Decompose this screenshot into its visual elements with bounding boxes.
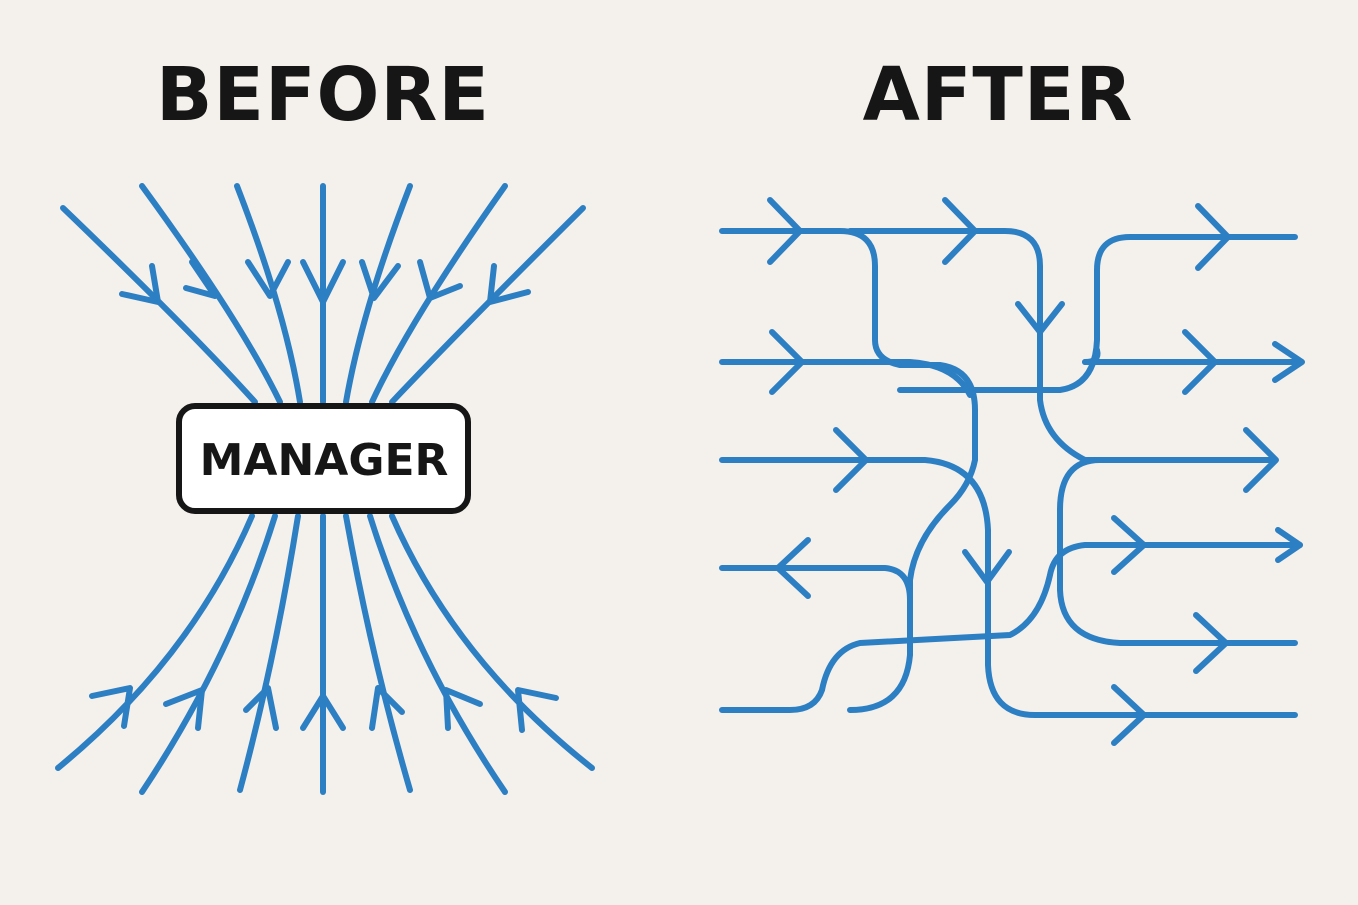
incoming-lines (60, 183, 586, 405)
arrowhead-r4-1 (1111, 515, 1147, 575)
arrowhead-r4-2 (1275, 527, 1303, 563)
row2-link (1082, 347, 1101, 365)
arrowhead-r3-1 (833, 427, 869, 493)
bottom-line-1 (55, 513, 255, 771)
top-arrowhead-5 (359, 259, 401, 301)
top-line-3 (234, 183, 303, 405)
arrowhead-r2-1 (769, 329, 805, 395)
row3-right (1057, 457, 1298, 646)
outgoing-arrowheads (89, 685, 559, 733)
manager-box: MANAGER (176, 403, 471, 514)
outgoing-lines (55, 513, 595, 795)
bottom-arrowhead-7 (515, 687, 559, 733)
row1-line-c (897, 234, 1298, 393)
network-lines (719, 228, 1303, 718)
arrowhead-r2-2 (1182, 329, 1218, 395)
row2-line (719, 359, 973, 398)
bottom-arrowhead-1 (89, 685, 133, 729)
row4-line (719, 565, 913, 603)
row1-line-a (719, 228, 978, 713)
bottom-arrowhead-5 (369, 685, 405, 731)
arrowhead-r1-2 (942, 197, 978, 265)
arrowhead-r1-1 (767, 197, 803, 265)
top-line-6 (369, 183, 508, 405)
bottom-line-5 (343, 513, 413, 793)
arrowhead-r5 (1193, 612, 1229, 674)
bottom-arrowhead-3 (243, 685, 279, 731)
before-title: BEFORE (156, 52, 490, 138)
row1-line-b (847, 228, 1273, 463)
bottom-line-6 (367, 513, 508, 795)
row4-right (719, 542, 1303, 713)
bottom-arrowhead-6 (443, 687, 483, 731)
bottom-arrowhead-2 (163, 687, 205, 731)
top-line-7 (389, 205, 586, 405)
top-arrowhead-6 (417, 259, 463, 301)
top-line-2 (139, 183, 283, 405)
arrowhead-down-1 (1015, 301, 1065, 335)
after-panel (719, 197, 1305, 746)
arrowhead-left (775, 537, 811, 599)
incoming-arrowheads (119, 259, 531, 305)
arrowhead-r6 (1111, 684, 1147, 746)
bottom-line-7 (389, 513, 595, 771)
after-title: AFTER (862, 52, 1134, 138)
top-line-1 (60, 205, 258, 405)
before-panel: MANAGER (55, 183, 595, 795)
arrowhead-r2-3 (1272, 341, 1305, 383)
top-arrowhead-3 (245, 259, 291, 299)
bottom-arrowhead-4 (300, 693, 346, 731)
top-arrowhead-2 (183, 259, 218, 299)
top-line-5 (343, 183, 413, 405)
bottom-line-3 (237, 513, 301, 793)
top-arrowhead-7 (487, 263, 531, 305)
top-arrowhead-4 (300, 259, 346, 305)
manager-label: MANAGER (200, 435, 449, 486)
arrowhead-r1-3 (1195, 203, 1231, 271)
network-arrowheads (767, 197, 1305, 746)
row3-line (719, 457, 1298, 718)
top-arrowhead-1 (119, 263, 161, 305)
bottom-line-2 (139, 513, 278, 795)
arrowhead-r3-2 (1243, 427, 1279, 493)
arrowhead-down-2 (962, 549, 1012, 585)
